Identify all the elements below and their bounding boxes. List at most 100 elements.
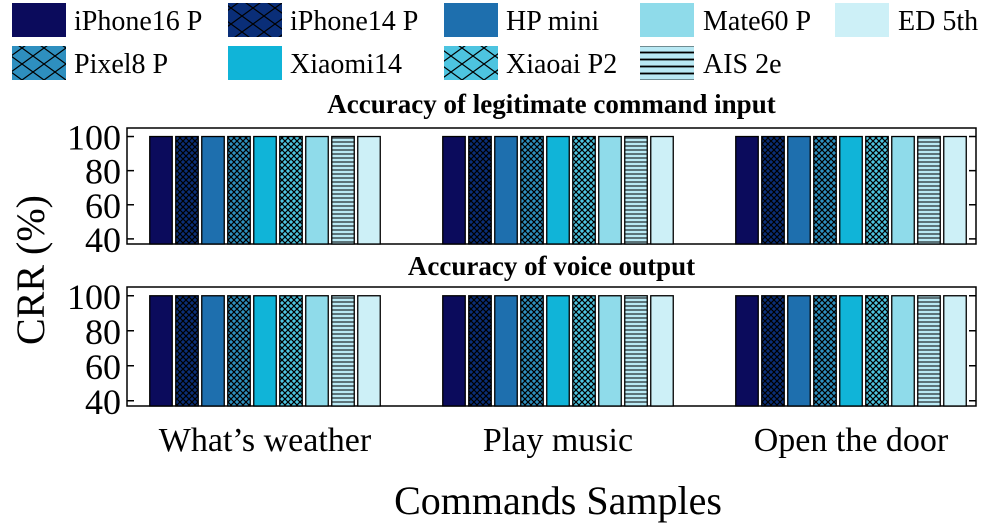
bar-ed-5th-open-the-door <box>943 295 967 407</box>
bar-iphone14-p-open-the-door <box>761 135 785 245</box>
legend-label-iphone14-p: iPhone14 P <box>290 6 418 37</box>
bar-mate60-p-open-the-door <box>891 135 915 245</box>
y-tick-label: 80 <box>85 152 121 192</box>
y-tick-label: 60 <box>85 347 121 387</box>
chart-legend: iPhone16 P iPhone14 P HP mini Mate60 P ED 5t… <box>12 3 978 80</box>
legend-label-ais-2e: AIS 2e <box>703 49 782 80</box>
legend-swatch-pixel8-p <box>12 46 66 80</box>
bar-ais-2e-play-music <box>624 135 648 245</box>
bar-pixel8-p-play-music <box>520 135 544 245</box>
panel-title: Accuracy of legitimate command input <box>327 89 775 119</box>
bar-xiaomi14-what-s-weather <box>253 295 277 407</box>
legend-item-ais-2e: AIS 2e <box>640 46 782 80</box>
bar-xiaomi14-open-the-door <box>839 295 863 407</box>
y-tick-label: 40 <box>85 220 121 260</box>
bar-hp-mini-play-music <box>494 295 518 407</box>
legend-item-xiaoai-p2: Xiaoai P2 <box>444 46 617 80</box>
bar-mate60-p-what-s-weather <box>305 135 329 245</box>
bar-xiaomi14-play-music <box>546 135 570 245</box>
bar-ed-5th-play-music <box>650 135 674 245</box>
x-tick-label-open-the-door: Open the door <box>754 422 949 459</box>
legend-swatch-iphone16-p <box>12 3 66 37</box>
legend-item-iphone16-p: iPhone16 P <box>12 3 202 37</box>
bar-xiaomi14-what-s-weather <box>253 135 277 245</box>
legend-label-mate60-p: Mate60 P <box>703 6 811 37</box>
bar-xiaoai-p2-what-s-weather <box>279 295 303 407</box>
bar-ais-2e-what-s-weather <box>331 295 355 407</box>
y-tick-label: 100 <box>67 118 121 158</box>
y-tick-label: 60 <box>85 186 121 226</box>
x-axis-label: Commands Samples <box>394 478 722 523</box>
legend-item-hp-mini: HP mini <box>444 3 599 37</box>
legend-item-ed-5th: ED 5th <box>835 3 978 37</box>
bar-mate60-p-open-the-door <box>891 295 915 407</box>
bar-pixel8-p-play-music <box>520 295 544 407</box>
chart-panels: Accuracy of legitimate command input4060… <box>67 89 977 459</box>
legend-swatch-ais-2e <box>640 46 694 80</box>
bar-iphone16-p-open-the-door <box>735 295 759 407</box>
bar-pixel8-p-open-the-door <box>813 295 837 407</box>
bar-xiaoai-p2-open-the-door <box>865 295 889 407</box>
bar-hp-mini-open-the-door <box>787 295 811 407</box>
legend-item-pixel8-p: Pixel8 P <box>12 46 168 80</box>
bar-iphone16-p-what-s-weather <box>149 135 173 245</box>
y-tick-label: 80 <box>85 312 121 352</box>
bar-pixel8-p-open-the-door <box>813 135 837 245</box>
legend-swatch-mate60-p <box>640 3 694 37</box>
chart-panel-1: Accuracy of legitimate command input 4060… <box>67 89 977 260</box>
legend-label-iphone16-p: iPhone16 P <box>74 6 202 37</box>
bar-iphone16-p-play-music <box>442 295 466 407</box>
y-axis-label: CRR (%) <box>8 195 53 345</box>
bar-xiaoai-p2-play-music <box>572 295 596 407</box>
bar-hp-mini-open-the-door <box>787 135 811 245</box>
bar-xiaoai-p2-what-s-weather <box>279 135 303 245</box>
legend-label-ed-5th: ED 5th <box>898 6 978 37</box>
bar-mate60-p-play-music <box>598 295 622 407</box>
bar-xiaomi14-open-the-door <box>839 135 863 245</box>
bar-xiaoai-p2-play-music <box>572 135 596 245</box>
legend-swatch-hp-mini <box>444 3 498 37</box>
y-tick-label: 40 <box>85 382 121 422</box>
bar-pixel8-p-what-s-weather <box>227 295 251 407</box>
bar-hp-mini-what-s-weather <box>201 135 225 245</box>
legend-swatch-iphone14-p <box>228 3 282 37</box>
bar-iphone16-p-what-s-weather <box>149 295 173 407</box>
bar-iphone14-p-what-s-weather <box>175 295 199 407</box>
bar-iphone16-p-play-music <box>442 135 466 245</box>
bar-iphone14-p-play-music <box>468 135 492 245</box>
bar-ais-2e-open-the-door <box>917 295 941 407</box>
bar-ais-2e-what-s-weather <box>331 135 355 245</box>
legend-label-hp-mini: HP mini <box>506 6 599 37</box>
legend-item-iphone14-p: iPhone14 P <box>228 3 418 37</box>
bar-mate60-p-play-music <box>598 135 622 245</box>
bar-iphone14-p-play-music <box>468 295 492 407</box>
panel-title: Accuracy of voice output <box>408 251 695 281</box>
bar-hp-mini-play-music <box>494 135 518 245</box>
bar-xiaomi14-play-music <box>546 295 570 407</box>
bar-iphone14-p-what-s-weather <box>175 135 199 245</box>
legend-item-xiaomi14: Xiaomi14 <box>228 46 402 80</box>
bar-xiaoai-p2-open-the-door <box>865 135 889 245</box>
bar-ais-2e-play-music <box>624 295 648 407</box>
bar-iphone14-p-open-the-door <box>761 295 785 407</box>
x-tick-label-play-music: Play music <box>483 422 633 459</box>
bar-ed-5th-what-s-weather <box>357 295 381 407</box>
legend-label-xiaoai-p2: Xiaoai P2 <box>506 49 617 80</box>
bar-ais-2e-open-the-door <box>917 135 941 245</box>
legend-item-mate60-p: Mate60 P <box>640 3 811 37</box>
bar-ed-5th-open-the-door <box>943 135 967 245</box>
bar-pixel8-p-what-s-weather <box>227 135 251 245</box>
legend-label-pixel8-p: Pixel8 P <box>74 49 168 80</box>
bar-mate60-p-what-s-weather <box>305 295 329 407</box>
bar-hp-mini-what-s-weather <box>201 295 225 407</box>
legend-swatch-ed-5th <box>835 3 889 37</box>
x-tick-label-what-s-weather: What’s weather <box>159 422 372 459</box>
bar-ed-5th-play-music <box>650 295 674 407</box>
legend-swatch-xiaoai-p2 <box>444 46 498 80</box>
y-tick-label: 100 <box>67 277 121 317</box>
legend-swatch-xiaomi14 <box>228 46 282 80</box>
bar-iphone16-p-open-the-door <box>735 135 759 245</box>
bar-ed-5th-what-s-weather <box>357 135 381 245</box>
